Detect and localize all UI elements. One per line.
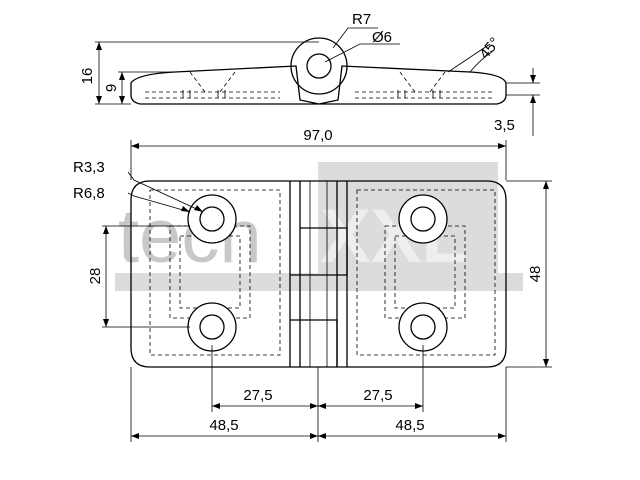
right-inner-hidden [384, 225, 466, 319]
dim-27-5-lines [211, 345, 424, 442]
dim-48-5-left-label: 48,5 [209, 417, 238, 434]
dim-48-5-lines [130, 367, 507, 442]
side-right-hidden [355, 71, 495, 99]
watermark-bar [115, 273, 523, 291]
dim-9-label: 9 [103, 84, 120, 92]
dim-97-label: 97,0 [303, 127, 332, 144]
left-inner-hidden [169, 225, 251, 319]
r7-label: R7 [352, 11, 371, 28]
dim-9-lines [118, 71, 175, 104]
arrowheads [96, 42, 549, 439]
d6-leader [324, 43, 400, 63]
dim-48-lines [506, 180, 552, 368]
side-left-hidden [145, 71, 280, 99]
dim-3-5-lines [506, 68, 540, 136]
angle-45-label: 45° [476, 34, 504, 62]
dim-27-5-right-label: 27,5 [363, 387, 392, 404]
r6-8-leader [127, 192, 191, 213]
r3-3-leader [127, 171, 204, 213]
dim-28-lines [102, 225, 190, 328]
pin-hole [306, 53, 332, 79]
knuckle-outline [290, 37, 348, 95]
left-pocket-hidden [149, 189, 281, 356]
side-tick-marks [182, 90, 441, 98]
dim-48-5-right-label: 48,5 [395, 417, 424, 434]
hole-bottom-right-inner [410, 314, 436, 340]
dim-16-lines [95, 41, 319, 105]
dim-27-5-left-label: 27,5 [243, 387, 272, 404]
r7-leader [332, 27, 378, 49]
side-view: 16 9 R7 Ø6 45° 3,5 [79, 11, 540, 136]
dim-48-label: 48 [527, 266, 544, 283]
front-view: 97,0 R3,3 R6,8 28 48 27 [73, 42, 552, 442]
r6-8-label: R6,8 [73, 185, 105, 202]
dim-28-label: 28 [87, 268, 104, 285]
watermark-tech-text: tech [118, 194, 262, 279]
watermark-xxl-text: XXL [320, 194, 468, 279]
side-right-leaf [318, 65, 507, 105]
r3-3-label: R3,3 [73, 159, 105, 176]
d6-label: Ø6 [372, 29, 392, 46]
dim-3-5-label: 3,5 [494, 117, 515, 134]
dim-97-lines [130, 140, 507, 180]
hole-top-left-inner [199, 206, 225, 232]
knuckle-segments [290, 227, 348, 367]
hinge-outline [130, 180, 507, 368]
angle-45-lines [447, 43, 493, 73]
knuckle-hidden [309, 181, 328, 367]
side-left-leaf [130, 65, 320, 105]
hole-bottom-left-inner [199, 314, 225, 340]
hole-top-right-inner [410, 206, 436, 232]
right-pocket-hidden [356, 189, 496, 356]
dim-16-label: 16 [79, 68, 96, 85]
